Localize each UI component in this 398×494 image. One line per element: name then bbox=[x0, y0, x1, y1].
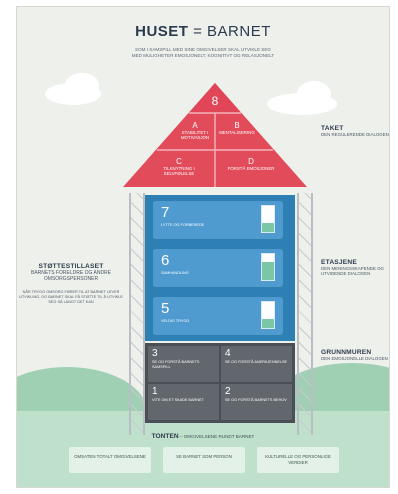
level-fill bbox=[262, 222, 274, 232]
floor-5: 5 VELDIG TRYGG bbox=[153, 297, 283, 335]
label-etasjene: ETASJENE DEN MENINGSSKAPENDE OG UTVIDEND… bbox=[321, 259, 384, 277]
page-title: HUSET = BARNET bbox=[135, 23, 271, 40]
label-stottestillaset: STØTTESTILLASET BARNETS FORELDRE OG ANDR… bbox=[19, 263, 123, 304]
cloud bbox=[65, 73, 99, 97]
scaffold-right bbox=[297, 193, 313, 435]
roof-cell-b: bMENTALISERING bbox=[219, 121, 255, 135]
floors: 7 LYTTE OG FORBEREDE 6 SAMHANDLING 5 VEL… bbox=[145, 195, 295, 341]
floor-7: 7 LYTTE OG FORBEREDE bbox=[153, 201, 283, 239]
roof-shape bbox=[123, 83, 307, 187]
roof: 8 aSTABILITET I MOTIVASJON bMENTALISERIN… bbox=[121, 83, 309, 191]
badge-omsaten: OMSATEN TOTALT OMGIVELSENE bbox=[69, 447, 151, 473]
level-fill bbox=[262, 318, 274, 328]
label-grunnmuren: GRUNNMUREN DEN EMOSJONELLE DIALOGEN bbox=[321, 349, 388, 361]
roof-cell-c: cTILKNYTNING I SELVFØLELSE bbox=[163, 157, 195, 176]
roof-cell-d: dFORSTÅ EMOSJONER bbox=[227, 157, 275, 171]
floor-6: 6 SAMHANDLING bbox=[153, 249, 283, 287]
badge-kulturelle: KULTURELLE OG PERSONLIGE VERDIER bbox=[257, 447, 339, 473]
level-gauge bbox=[261, 205, 275, 233]
level-gauge bbox=[261, 253, 275, 281]
roof-cell-a: aSTABILITET I MOTIVASJON bbox=[180, 121, 210, 140]
cloud bbox=[297, 81, 331, 107]
badge-se-barnet: SE BARNET SOM PERSON bbox=[163, 447, 245, 473]
poster: HUSET = BARNET SOM I SAMSPILL MED SINE O… bbox=[16, 6, 390, 488]
label-tonten: TONTEN – OMGIVELSENE RUNDT BARNET bbox=[151, 433, 255, 440]
roof-cell-8: 8 bbox=[211, 94, 219, 108]
level-fill bbox=[262, 261, 274, 280]
scaffold-left bbox=[129, 193, 145, 435]
page-subtitle: SOM I SAMSPILL MED SINE OMGIVELSER SKAL … bbox=[131, 47, 275, 58]
level-gauge bbox=[261, 301, 275, 329]
label-taket: TAKET DEN REGULERENDE DIALOGEN bbox=[321, 125, 389, 137]
